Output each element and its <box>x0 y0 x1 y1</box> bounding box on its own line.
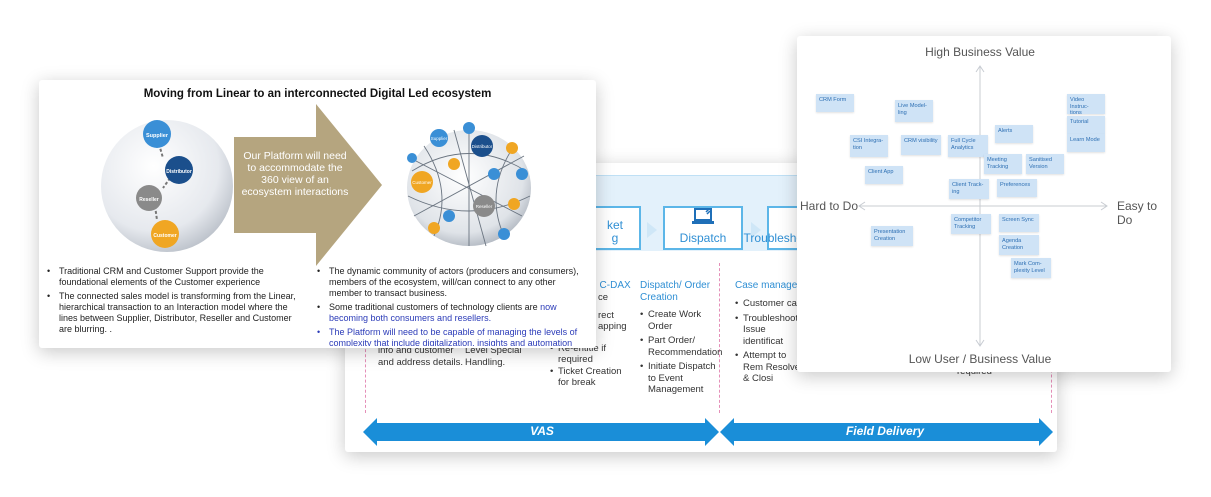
matrix-axes <box>858 65 1108 347</box>
bullet-item: Traditional CRM and Customer Support pro… <box>45 266 305 288</box>
bullet-item: The dynamic community of actors (produce… <box>315 266 583 299</box>
column-heading: : C-DAX <box>594 280 631 291</box>
node-label: Supplier <box>146 133 169 139</box>
globe-mesh <box>407 129 531 247</box>
process-step-dispatch: Dispatch <box>663 206 743 250</box>
phase-arrows <box>363 418 1053 446</box>
column-text: Handling. <box>465 356 506 368</box>
left-bullets: Traditional CRM and Customer Support pro… <box>45 266 305 338</box>
bullet-text: Some traditional customers of technology… <box>329 302 541 312</box>
customer-node <box>151 220 179 248</box>
sticky-note: Learn Mode <box>1067 134 1105 152</box>
column-text: and address details. <box>378 356 464 368</box>
sticky-note: Agenda Creation <box>999 235 1039 255</box>
axis-label-left: Hard to Do <box>800 199 859 213</box>
column-heading: Dispatch/ Order Creation <box>640 280 711 303</box>
node-label: Distributor <box>166 169 192 175</box>
node-label: Customer <box>153 233 176 239</box>
process-step-label: ket <box>606 218 623 232</box>
sticky-note: Screen Sync <box>999 214 1039 232</box>
list-item: Re-entitle if required <box>550 343 635 366</box>
list-item: Create Work Order <box>640 309 720 332</box>
vas-label-wrap: VAS <box>377 419 707 445</box>
list-item: Customer callb <box>735 298 801 310</box>
customer-node <box>411 171 433 193</box>
supplier-node <box>430 129 448 147</box>
distributor-node <box>471 135 493 157</box>
axis-label-right: Easy to Do <box>1117 199 1158 227</box>
column-text: apping <box>598 321 627 332</box>
node-label: Supplier <box>431 136 448 141</box>
list-item: Part Order/ Recommendation <box>640 335 722 358</box>
laptop-icon <box>692 208 714 224</box>
sticky-note: Sanitised Version <box>1026 154 1064 174</box>
sticky-note: Alerts <box>995 125 1033 143</box>
sticky-note: Tutorial <box>1067 116 1105 134</box>
sticky-note: Video Instruc- tions <box>1067 94 1105 116</box>
supplier-node <box>143 120 171 148</box>
column-text: info and customer <box>378 345 454 356</box>
node-label: Distributor <box>472 144 493 149</box>
sticky-note: Preferences <box>997 179 1037 197</box>
process-step-label: g <box>611 231 619 245</box>
sticky-note: Client App <box>865 166 903 184</box>
node-label: Customer <box>412 180 432 185</box>
flow-arrow <box>751 222 761 238</box>
prioritization-matrix: High Business Value Low User / Business … <box>797 36 1171 372</box>
field-delivery-label: Field Delivery <box>845 424 925 438</box>
flow-arrow <box>647 222 657 238</box>
sticky-note: Presentation Creation <box>871 226 913 246</box>
node-label: Reseller <box>476 204 493 209</box>
sticky-note: Client Track- ing <box>949 179 989 199</box>
slide-title: Moving from Linear to an interconnected … <box>143 88 492 100</box>
bullet-item: Some traditional customers of technology… <box>315 302 583 324</box>
process-column-cdax: : C-DAX ce rect apping Re-entitle if req… <box>550 280 635 389</box>
process-column-dispatch: Dispatch/ Order Creation Create Work Ord… <box>640 280 722 396</box>
sticky-note: CRM visibility <box>901 135 941 155</box>
bullet-item: The connected sales model is transformin… <box>45 291 305 335</box>
list-item: Ticket Creation for break <box>550 366 635 389</box>
node-label: Reseller <box>139 197 159 203</box>
process-column: Level Special Handling. <box>465 345 545 368</box>
process-step-ticket-logging: ket g <box>591 206 641 250</box>
ecosystem-slide: Moving from Linear to an interconnected … <box>39 80 596 348</box>
field-delivery-label-wrap: Field Delivery <box>735 419 1035 445</box>
distributor-node <box>165 156 193 184</box>
ecosystem-globe: Supplier Distributor Customer Reseller <box>407 122 531 247</box>
axis-label-bottom: Low User / Business Value <box>908 352 1052 366</box>
sticky-note: Competitor Tracking <box>951 214 991 234</box>
vas-label: VAS <box>530 424 554 438</box>
column-text: rect <box>598 309 614 321</box>
sticky-note: CSI Integra- tion <box>850 135 888 157</box>
column-heading: Case manageme <box>735 280 801 291</box>
bullet-highlight: now becoming both consumers and reseller… <box>329 302 557 323</box>
process-column-case: Case manageme Customer callb Troubleshoo… <box>735 280 801 385</box>
sticky-note: Meeting Tracking <box>984 154 1022 174</box>
process-step-label: Dispatch <box>679 231 727 245</box>
sticky-note: Full Cycle Analytics <box>948 135 988 157</box>
process-column: info and customer and address details. <box>378 345 488 368</box>
reseller-node <box>473 195 495 217</box>
linear-chain-diagram: Supplier Distributor Reseller Customer <box>101 120 233 252</box>
sphere <box>101 120 233 252</box>
sticky-note: Mark Com- plexity Level <box>1011 258 1051 278</box>
axis-label-top: High Business Value <box>925 45 1035 59</box>
arrow-caption: Our Platform will need to accommodate th… <box>241 150 349 198</box>
reseller-node <box>136 185 162 211</box>
transition-arrow <box>234 104 382 266</box>
column-text: ce <box>598 292 609 303</box>
sticky-note: Live Model- ling <box>895 100 933 122</box>
list-item: Troubleshootin Issue identificat <box>735 313 801 348</box>
list-item: Attempt to Rem Resolve & Closi <box>735 350 801 385</box>
bullet-item: The Platform will need to be capable of … <box>315 327 583 346</box>
right-bullets: The dynamic community of actors (produce… <box>315 266 583 346</box>
column-text: Level Special <box>465 345 522 356</box>
vas-arrow <box>363 418 719 446</box>
field-delivery-arrow <box>720 418 1053 446</box>
sticky-note: CRM Form <box>816 94 854 112</box>
list-item: Initiate Dispatch to Event Management <box>640 361 720 396</box>
